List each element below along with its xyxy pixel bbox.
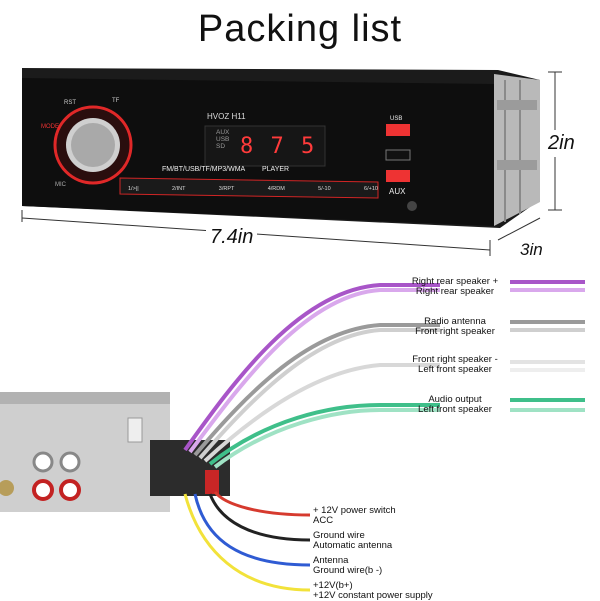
wire-purple-1 [183, 283, 440, 452]
width-label: 7.4in [206, 226, 258, 249]
usb-label: USB [390, 116, 403, 122]
wire-green-1 [208, 403, 440, 466]
radio-rear-panel [0, 392, 170, 512]
lcd-display [204, 125, 326, 167]
wire-blue [193, 493, 311, 567]
wire-label-white: Front right speaker -Left front speaker [412, 354, 498, 375]
height-label: 2in [548, 130, 575, 157]
preset-buttons [119, 177, 379, 199]
wire-label-purple: Right rear speaker +Right rear speaker [411, 276, 499, 297]
display-digits: 8 7 5 [240, 134, 317, 159]
player-label: PLAYER [262, 166, 290, 173]
tf-label: TF [112, 98, 120, 104]
wire-green-2 [213, 408, 440, 469]
wire-gray-2 [198, 328, 440, 460]
mic-label: MIC [55, 182, 66, 188]
brand-label: HVOZ H11 [207, 112, 246, 121]
rca-red-right [59, 479, 81, 501]
rst-label: RST [64, 100, 76, 106]
rca-white-left [32, 451, 54, 473]
rca-white-right [59, 451, 81, 473]
format-label: FM/BT/USB/TF/MP3/WMA [162, 166, 246, 173]
preset-4: 4/RDM [267, 186, 285, 192]
depth-dimension-line [497, 217, 541, 241]
radio-cage [494, 74, 540, 226]
rca-red-left [32, 479, 54, 501]
wire-black [208, 493, 311, 542]
preset-5: 5/-10 [318, 186, 331, 192]
aux-jack [407, 201, 417, 211]
wire-label-yellow: +12V(b+)+12V constant power supply [313, 580, 433, 601]
wire-purple-2 [188, 288, 440, 454]
preset-1: 1/>|| [128, 186, 139, 192]
antenna-socket [0, 480, 14, 496]
preset-6: 6/+10 [364, 186, 378, 192]
preset-labels: 1/>|| 2/INT 3/RPT 4/RDM 5/-10 6/+10 [128, 186, 378, 192]
wire-white-1 [203, 363, 440, 463]
mode-label: MODE [41, 124, 59, 130]
wire-yellow [183, 493, 311, 592]
wire-gray-1 [193, 323, 440, 457]
page-title: Packing list [197, 8, 403, 50]
preset-2: 2/INT [171, 186, 186, 192]
depth-label: 3in [520, 240, 543, 259]
preset-3: 3/RPT [218, 186, 235, 192]
wire-red [213, 490, 311, 517]
aux-label: AUX [389, 187, 406, 196]
usb-port [386, 124, 410, 136]
